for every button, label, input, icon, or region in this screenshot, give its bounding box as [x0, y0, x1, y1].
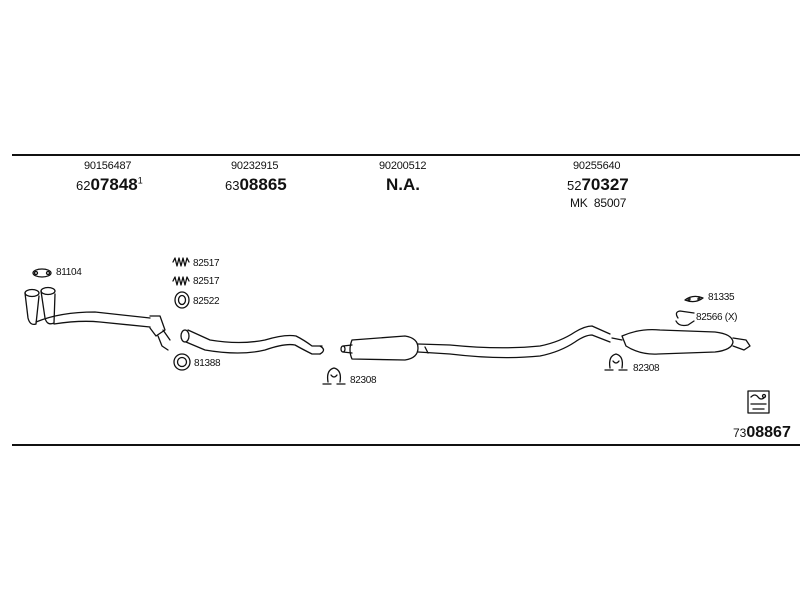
- ref-code-1: 62078481: [76, 175, 143, 195]
- rear-silencer-part: [611, 328, 751, 355]
- ref-code-3: N.A.: [386, 175, 420, 194]
- front-pipe-part: [24, 286, 171, 351]
- ref-code-2: 6308865: [225, 175, 287, 195]
- ref-code-4: 5270327: [567, 175, 629, 195]
- ring-icon: [174, 291, 190, 309]
- top-rule: [12, 154, 800, 156]
- bottom-rule: [12, 444, 800, 446]
- ref-prefix-2: 63: [225, 178, 240, 193]
- ref-main-1: 07848: [90, 175, 138, 194]
- part-number-1: 90156487: [84, 160, 132, 172]
- kit-number: 7308867: [733, 424, 791, 442]
- label-spring-b: 82517: [193, 276, 220, 287]
- clamp-icon-rear: [675, 310, 695, 327]
- kit-code: 08867: [746, 424, 791, 441]
- ref-sup-1: 1: [137, 175, 143, 186]
- label-bracket-rear: 82308: [633, 363, 660, 374]
- spring-icon-a: [172, 257, 190, 267]
- kit-prefix: 73: [733, 426, 747, 440]
- hanger-icon-rear: [684, 295, 704, 303]
- part-number-2: 90232915: [231, 160, 279, 172]
- part-number-4: 90255640: [573, 160, 621, 172]
- label-spring-a: 82517: [193, 258, 220, 269]
- exhaust-kit-icon: [747, 390, 770, 414]
- part-number-3: 90200512: [379, 160, 427, 172]
- spring-icon-b: [172, 276, 190, 286]
- label-ring: 82522: [193, 296, 220, 307]
- clamp-icon-front: [173, 353, 191, 371]
- intermediate-pipe-part: [180, 329, 325, 355]
- label-hanger-rear: 81335: [708, 292, 735, 303]
- ref-prefix-1: 62: [76, 178, 91, 193]
- ref-extra-4: MK 85007: [570, 196, 627, 210]
- center-silencer-part: [340, 325, 611, 361]
- ref-main-4: 70327: [581, 175, 629, 194]
- gasket-icon: [32, 268, 52, 278]
- ref-prefix-4: 52: [567, 178, 582, 193]
- bracket-icon-center: [322, 367, 346, 385]
- label-gasket-front: 81104: [56, 267, 82, 278]
- ref-main-2: 08865: [239, 175, 287, 194]
- bracket-icon-rear: [604, 353, 628, 371]
- label-bracket-center: 82308: [350, 375, 377, 386]
- label-clamp-rear: 82566 (X): [696, 312, 738, 323]
- label-clamp-front: 81388: [194, 358, 221, 369]
